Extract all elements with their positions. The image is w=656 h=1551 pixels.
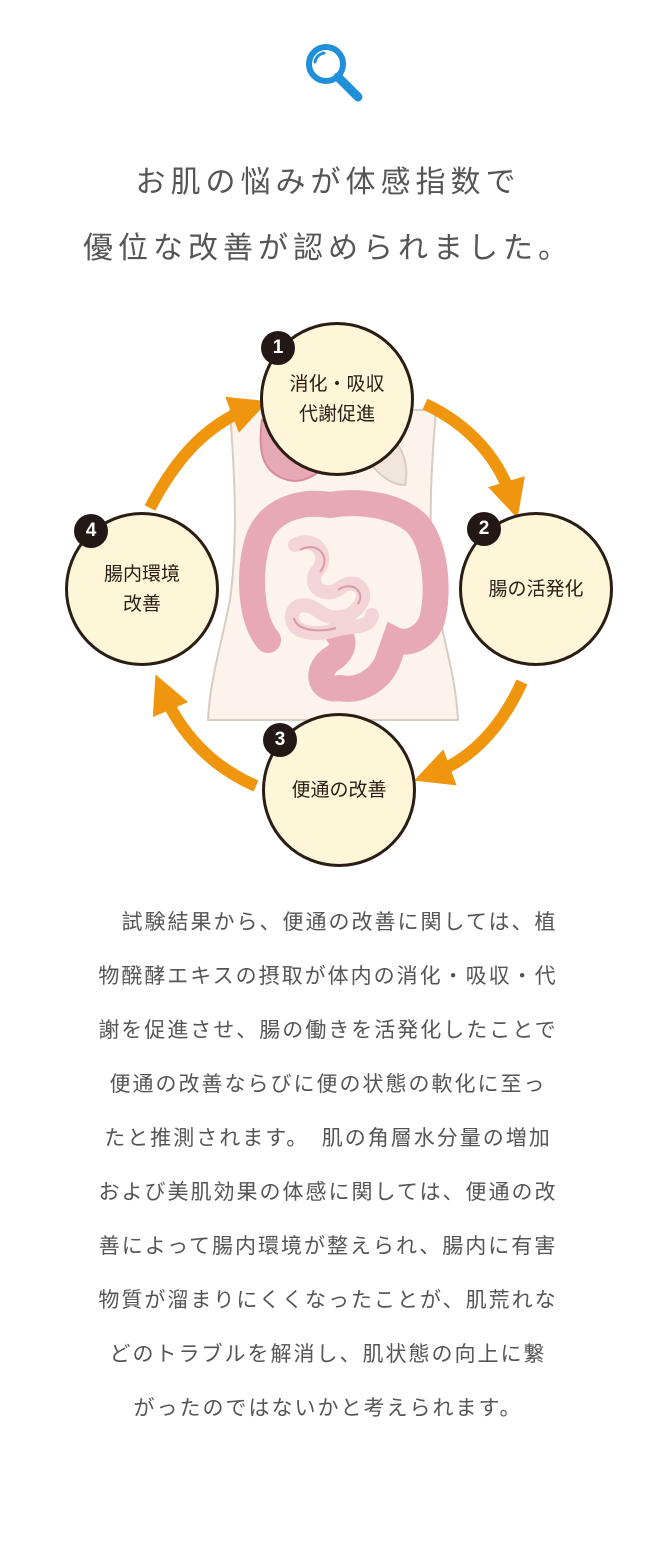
body-line: たと推測されます。 肌の角層水分量の増加 bbox=[104, 1126, 552, 1150]
step-2-badge: 2 bbox=[467, 512, 501, 546]
arrow-2-to-3 bbox=[413, 679, 528, 786]
arrow-3-to-4 bbox=[152, 674, 259, 792]
body-line: がったのではないかと考えられます。 bbox=[133, 1396, 523, 1420]
step-3-label: 便通の改善 bbox=[291, 779, 387, 801]
body-line: および美肌効果の体感に関しては、便通の改 bbox=[98, 1180, 558, 1204]
step-1-badge: 1 bbox=[261, 331, 295, 365]
step-1-circle: 消化・吸収 代謝促進 bbox=[260, 322, 414, 476]
body-line: 物醗酵エキスの摂取が体内の消化・吸収・代 bbox=[98, 964, 558, 988]
step-4-label: 腸内環境 改善 bbox=[103, 563, 180, 615]
body-line: 便通の改善ならびに便の状態の軟化に至っ bbox=[109, 1072, 547, 1096]
magnifier-icon bbox=[300, 40, 364, 104]
body-line: どのトラブルを解消し、肌状態の向上に繋 bbox=[109, 1342, 547, 1366]
step-3-badge: 3 bbox=[263, 723, 297, 757]
body-line: 謝を促進させ、腸の働きを活発化したことで bbox=[98, 1018, 558, 1042]
headline-line-1: お肌の悩みが体感指数で bbox=[135, 165, 521, 200]
body-line: 善によって腸内環境が整えられ、腸内に有害 bbox=[98, 1234, 558, 1258]
arrow-4-to-1 bbox=[144, 396, 268, 511]
step-2-label: 腸の活発化 bbox=[488, 578, 584, 600]
step-2-circle: 腸の活発化 bbox=[459, 512, 613, 666]
step-1-label: 消化・吸収 代謝促進 bbox=[289, 373, 385, 425]
body-line: 物質が溜まりにくくなったことが、肌荒れな bbox=[98, 1288, 558, 1312]
headline-line-2: 優位な改善が認められました。 bbox=[83, 231, 573, 266]
arrow-1-to-2 bbox=[422, 398, 525, 519]
cycle-diagram: 消化・吸収 代謝促進 1 腸の活発化 2 便通の改善 3 腸内環境 改善 4 bbox=[0, 300, 656, 880]
headline: お肌の悩みが体感指数で 優位な改善が認められました。 bbox=[0, 150, 656, 282]
body-paragraph: 試験結果から、便通の改善に関しては、植 物醗酵エキスの摂取が体内の消化・吸収・代… bbox=[28, 895, 628, 1435]
step-4-badge: 4 bbox=[74, 514, 108, 548]
body-line: 試験結果から、便通の改善に関しては、植 bbox=[98, 910, 558, 934]
